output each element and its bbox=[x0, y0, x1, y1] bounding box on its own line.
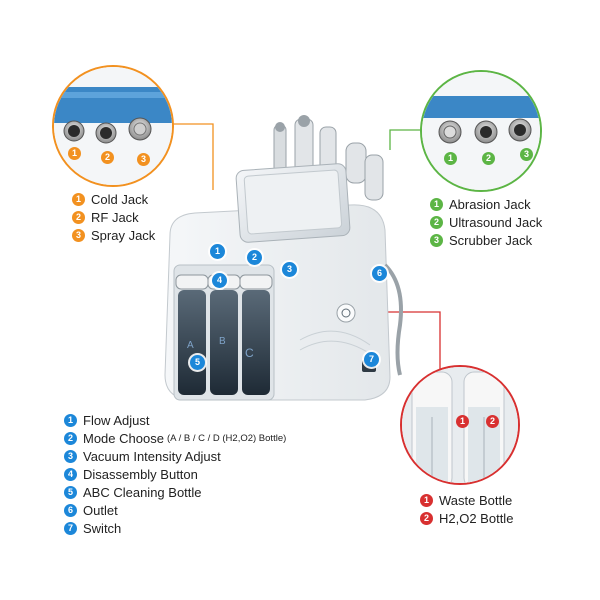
left-jack-marker-3: 3 bbox=[137, 153, 150, 166]
legend-label: Outlet bbox=[83, 502, 118, 518]
machine-illustration bbox=[164, 115, 403, 401]
red-number-icon: 1 bbox=[420, 493, 433, 507]
bottle-marker-2: 2 bbox=[486, 415, 499, 428]
right-callout-leader bbox=[389, 129, 422, 150]
orange-number-icon: 2 bbox=[72, 210, 85, 224]
machine-badge-vacuum-intensity: 3 bbox=[282, 262, 297, 277]
blue-number-icon: 3 bbox=[64, 449, 77, 463]
machine-badge-mode-choose: 2 bbox=[247, 250, 262, 265]
legend-label: Disassembly Button bbox=[83, 466, 198, 482]
legend-label: Cold Jack bbox=[91, 191, 149, 207]
machine-badge-flow-adjust: 1 bbox=[210, 244, 225, 259]
bottle-callout: 1 2 bbox=[400, 365, 520, 485]
legend-note: (A / B / C / D (H2,O2) Bottle) bbox=[166, 432, 287, 444]
right-jacks-legend: 1 Abrasion Jack 2 Ultrasound Jack 3 Scrubbe… bbox=[430, 195, 542, 249]
legend-item: 4 Disassembly Button bbox=[64, 465, 286, 483]
right-jack-marker-1: 1 bbox=[444, 152, 457, 165]
bottles-legend: 1 Waste Bottle 2 H2,O2 Bottle bbox=[420, 491, 513, 527]
legend-label: Ultrasound Jack bbox=[449, 214, 543, 230]
left-jack-callout: 1 2 3 bbox=[52, 65, 174, 187]
legend-label: Vacuum Intensity Adjust bbox=[83, 448, 221, 464]
left-jack-panel-image bbox=[54, 67, 172, 185]
legend-item: 6 Outlet bbox=[64, 501, 286, 519]
green-number-icon: 1 bbox=[430, 197, 443, 211]
machine-badge-switch: 7 bbox=[364, 352, 379, 367]
legend-item: 3 Vacuum Intensity Adjust bbox=[64, 447, 286, 465]
bottles-image bbox=[402, 367, 518, 483]
legend-label: Scrubber Jack bbox=[449, 232, 533, 248]
legend-label: Switch bbox=[83, 520, 122, 536]
red-number-icon: 2 bbox=[420, 511, 433, 525]
blue-number-icon: 4 bbox=[64, 467, 77, 481]
legend-label: H2,O2 Bottle bbox=[439, 510, 514, 526]
legend-item: 2 H2,O2 Bottle bbox=[420, 509, 513, 527]
blue-number-icon: 1 bbox=[64, 413, 77, 427]
bottle-letter-a: A bbox=[187, 340, 194, 351]
machine-badge-abc-bottle: 5 bbox=[190, 355, 205, 370]
legend-item: 1 Abrasion Jack bbox=[430, 195, 542, 213]
blue-number-icon: 2 bbox=[64, 431, 77, 445]
parts-legend: 1 Flow Adjust 2 Mode Choose(A / B / C / D … bbox=[64, 411, 286, 537]
legend-item: 1 Cold Jack bbox=[72, 190, 155, 208]
machine-badge-disassembly: 4 bbox=[212, 273, 227, 288]
right-jack-marker-2: 2 bbox=[482, 152, 495, 165]
legend-item: 5 ABC Cleaning Bottle bbox=[64, 483, 286, 501]
green-number-icon: 2 bbox=[430, 215, 443, 229]
blue-number-icon: 5 bbox=[64, 485, 77, 499]
left-jack-marker-2: 2 bbox=[101, 151, 114, 164]
legend-label: ABC Cleaning Bottle bbox=[83, 484, 202, 500]
legend-label: Flow Adjust bbox=[83, 412, 150, 428]
orange-number-icon: 1 bbox=[72, 192, 85, 206]
legend-item: 1 Waste Bottle bbox=[420, 491, 513, 509]
legend-label: RF Jack bbox=[91, 209, 139, 225]
blue-number-icon: 7 bbox=[64, 521, 77, 535]
legend-item: 2 RF Jack bbox=[72, 208, 155, 226]
right-jack-callout: 1 2 3 bbox=[420, 70, 542, 192]
bottle-marker-1: 1 bbox=[456, 415, 469, 428]
green-number-icon: 3 bbox=[430, 233, 443, 247]
legend-label: Mode Choose bbox=[83, 430, 164, 446]
legend-label: Abrasion Jack bbox=[449, 196, 531, 212]
right-jack-panel-image bbox=[422, 72, 540, 190]
legend-item: 2 Ultrasound Jack bbox=[430, 213, 542, 231]
legend-item: 7 Switch bbox=[64, 519, 286, 537]
right-jack-marker-3: 3 bbox=[520, 148, 533, 161]
legend-item: 2 Mode Choose(A / B / C / D (H2,O2) Bottl… bbox=[64, 429, 286, 447]
legend-item: 1 Flow Adjust bbox=[64, 411, 286, 429]
orange-number-icon: 3 bbox=[72, 228, 85, 242]
blue-number-icon: 6 bbox=[64, 503, 77, 517]
legend-item: 3 Scrubber Jack bbox=[430, 231, 542, 249]
machine-badge-outlet: 6 bbox=[372, 266, 387, 281]
left-jacks-legend: 1 Cold Jack 2 RF Jack 3 Spray Jack bbox=[72, 190, 155, 244]
legend-label: Waste Bottle bbox=[439, 492, 513, 508]
left-jack-marker-1: 1 bbox=[68, 147, 81, 160]
legend-item: 3 Spray Jack bbox=[72, 226, 155, 244]
bottle-letter-c: C bbox=[245, 346, 254, 360]
legend-label: Spray Jack bbox=[91, 227, 156, 243]
bottle-letter-b: B bbox=[219, 336, 226, 347]
